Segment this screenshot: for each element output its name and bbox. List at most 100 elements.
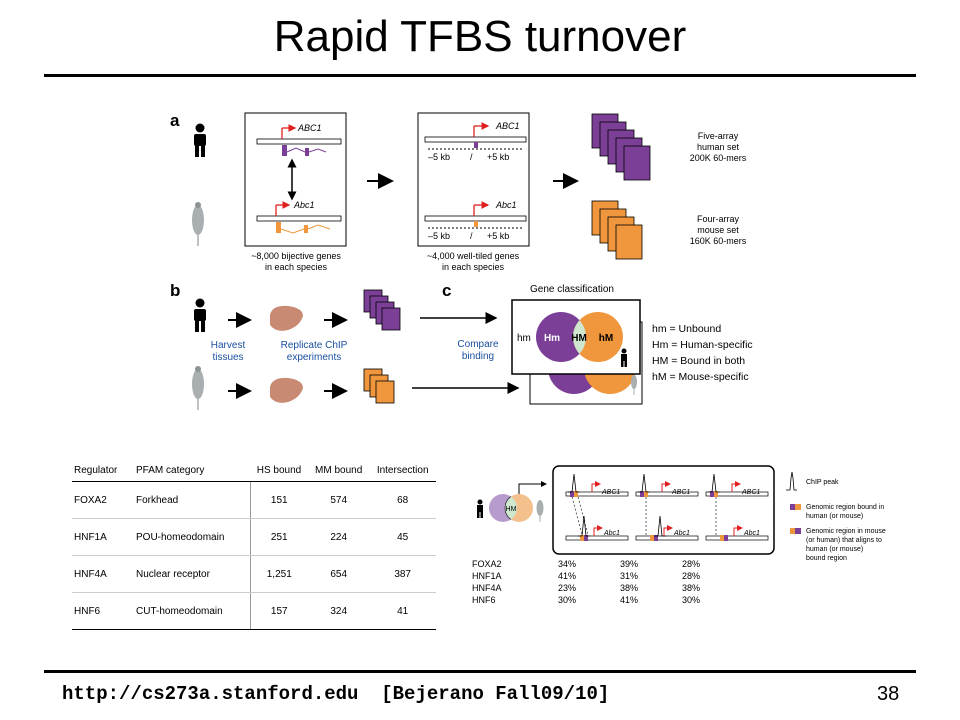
venn-hm-label: hm: [517, 333, 531, 344]
human-track: [635, 491, 699, 497]
alignment-line: [571, 496, 583, 536]
key-align-line4: bound region: [806, 555, 847, 562]
key-align-line2: (or human) that aligns to: [806, 537, 882, 544]
cell-intersection: 45: [369, 518, 436, 556]
abc1-human-label: ABC1: [297, 123, 322, 133]
well-tiled-genes-box: [417, 112, 530, 247]
alignment-line: [577, 496, 589, 536]
header-mm-bound: MM bound: [308, 462, 370, 482]
percent-value: 41%: [557, 571, 576, 581]
human-track: [705, 491, 769, 497]
cell-mm-bound: 324: [308, 592, 370, 630]
tiled-mouse-sep: /: [470, 231, 473, 241]
cell-hs-bound: 1,251: [249, 555, 309, 593]
venn-mouse-specific-label: hM: [599, 333, 613, 344]
footer-rule: [44, 670, 916, 673]
footer-course-url[interactable]: http://cs273a.stanford.edu [Bejerano Fal…: [62, 683, 610, 705]
turnover-arrow: [518, 481, 547, 494]
left-caption-line2: in each species: [265, 262, 328, 272]
human-gene-model: [256, 124, 342, 156]
turnover-venn-label: HM: [506, 506, 517, 513]
cell-intersection: 68: [369, 481, 436, 519]
chip-peak-human: [708, 473, 720, 493]
key-aligned-region-icon: [790, 528, 801, 534]
chip-peak-mouse: [654, 515, 666, 537]
tiled-mouse-gene: [424, 201, 527, 229]
percent-value: 41%: [619, 595, 638, 605]
turnover-gene-human: ABC1: [741, 489, 760, 496]
bound-region-human: [710, 491, 714, 497]
cell-pfam: CUT-homeodomain: [134, 592, 250, 630]
aligned-region-mouse: [724, 535, 728, 541]
chip-peak-mouse: [578, 515, 590, 537]
mouse-set-line3: 160K 60-mers: [690, 236, 747, 246]
mouse-track: [635, 535, 699, 541]
cell-mm-bound: 574: [308, 481, 370, 519]
tss-arrow-mouse: [733, 525, 743, 536]
panel-a-label: a: [170, 111, 180, 130]
key-align-line1: Genomic region in mouse: [806, 528, 886, 535]
tiled-human-sep: /: [470, 152, 473, 162]
tss-arrow-human: [731, 481, 741, 492]
key-bound-region-icon: [790, 504, 801, 510]
chip-peak-human: [568, 473, 580, 493]
aligned-region-human: [644, 491, 648, 497]
harvest-line1: Harvest: [211, 340, 246, 351]
turnover-gene-human: ABC1: [671, 489, 690, 496]
compare-line1: Compare: [457, 339, 499, 350]
cell-hs-bound: 157: [249, 592, 309, 630]
left-caption-line1: ~8,000 bijective genes: [251, 251, 341, 261]
turnover-gene-mouse: Abc1: [603, 530, 620, 537]
percent-row: HNF4A 23% 38% 38%: [470, 582, 722, 594]
tss-arrow-human: [591, 481, 601, 492]
human-chip-stack: [363, 289, 401, 331]
cell-hs-bound: 251: [249, 518, 309, 556]
legend-mouse-specific: hM = Mouse-specific: [652, 371, 749, 383]
tss-arrow-mouse: [593, 525, 603, 536]
liver-icon-human: [270, 305, 303, 331]
legend-unbound: hm = Unbound: [652, 323, 721, 335]
abc1-mouse-label: Abc1: [293, 200, 315, 210]
mouse-chip-stack: [363, 368, 395, 404]
cell-mm-bound: 224: [308, 518, 370, 556]
percent-value: 28%: [681, 571, 700, 581]
human-icon-b: [194, 298, 206, 332]
cell-regulator: HNF6: [72, 592, 134, 630]
human-icon-t: [477, 499, 483, 518]
replicate-line2: experiments: [287, 352, 341, 363]
turnover-percent-table: FOXA2 34% 39% 28% HNF1A 41% 31% 28% HNF4…: [470, 558, 722, 606]
percent-row: FOXA2 34% 39% 28%: [470, 558, 722, 570]
cell-regulator: FOXA2: [72, 481, 134, 519]
percent-value: 38%: [681, 583, 700, 593]
key-peak-label: ChIP peak: [806, 479, 839, 486]
human-set-line2: human set: [697, 142, 740, 152]
mid-caption-line2: in each species: [442, 262, 505, 272]
key-region-line2: human (or mouse): [806, 513, 863, 520]
tiled-mouse-right: +5 kb: [487, 231, 509, 241]
chip-peak-human: [638, 473, 650, 493]
header-regulator: Regulator: [72, 462, 134, 482]
table-row: HNF6 CUT-homeodomain 157 324 41: [72, 592, 436, 630]
turnover-frame: [552, 465, 775, 555]
bound-region-human: [640, 491, 644, 497]
mouse-set-line2: mouse set: [697, 225, 739, 235]
percent-value: 38%: [619, 583, 638, 593]
replicate-line1: Replicate ChIP: [281, 340, 348, 351]
percent-regulator: HNF4A: [472, 583, 502, 593]
mouse-icon-b: [192, 366, 204, 410]
human-icon: [194, 123, 206, 157]
tiled-abc1-mouse-label: Abc1: [495, 200, 517, 210]
cell-regulator: HNF4A: [72, 555, 134, 593]
header-pfam: PFAM category: [134, 462, 250, 482]
cell-pfam: Forkhead: [134, 481, 250, 519]
mouse-track: [565, 535, 629, 541]
mid-caption-line1: ~4,000 well-tiled genes: [427, 251, 520, 261]
percent-value: 34%: [557, 559, 576, 569]
percent-value: 30%: [681, 595, 700, 605]
key-align-line3: human (or mouse): [806, 546, 863, 553]
turnover-venn-overlap: [504, 494, 517, 522]
aligned-region-human: [574, 491, 578, 497]
